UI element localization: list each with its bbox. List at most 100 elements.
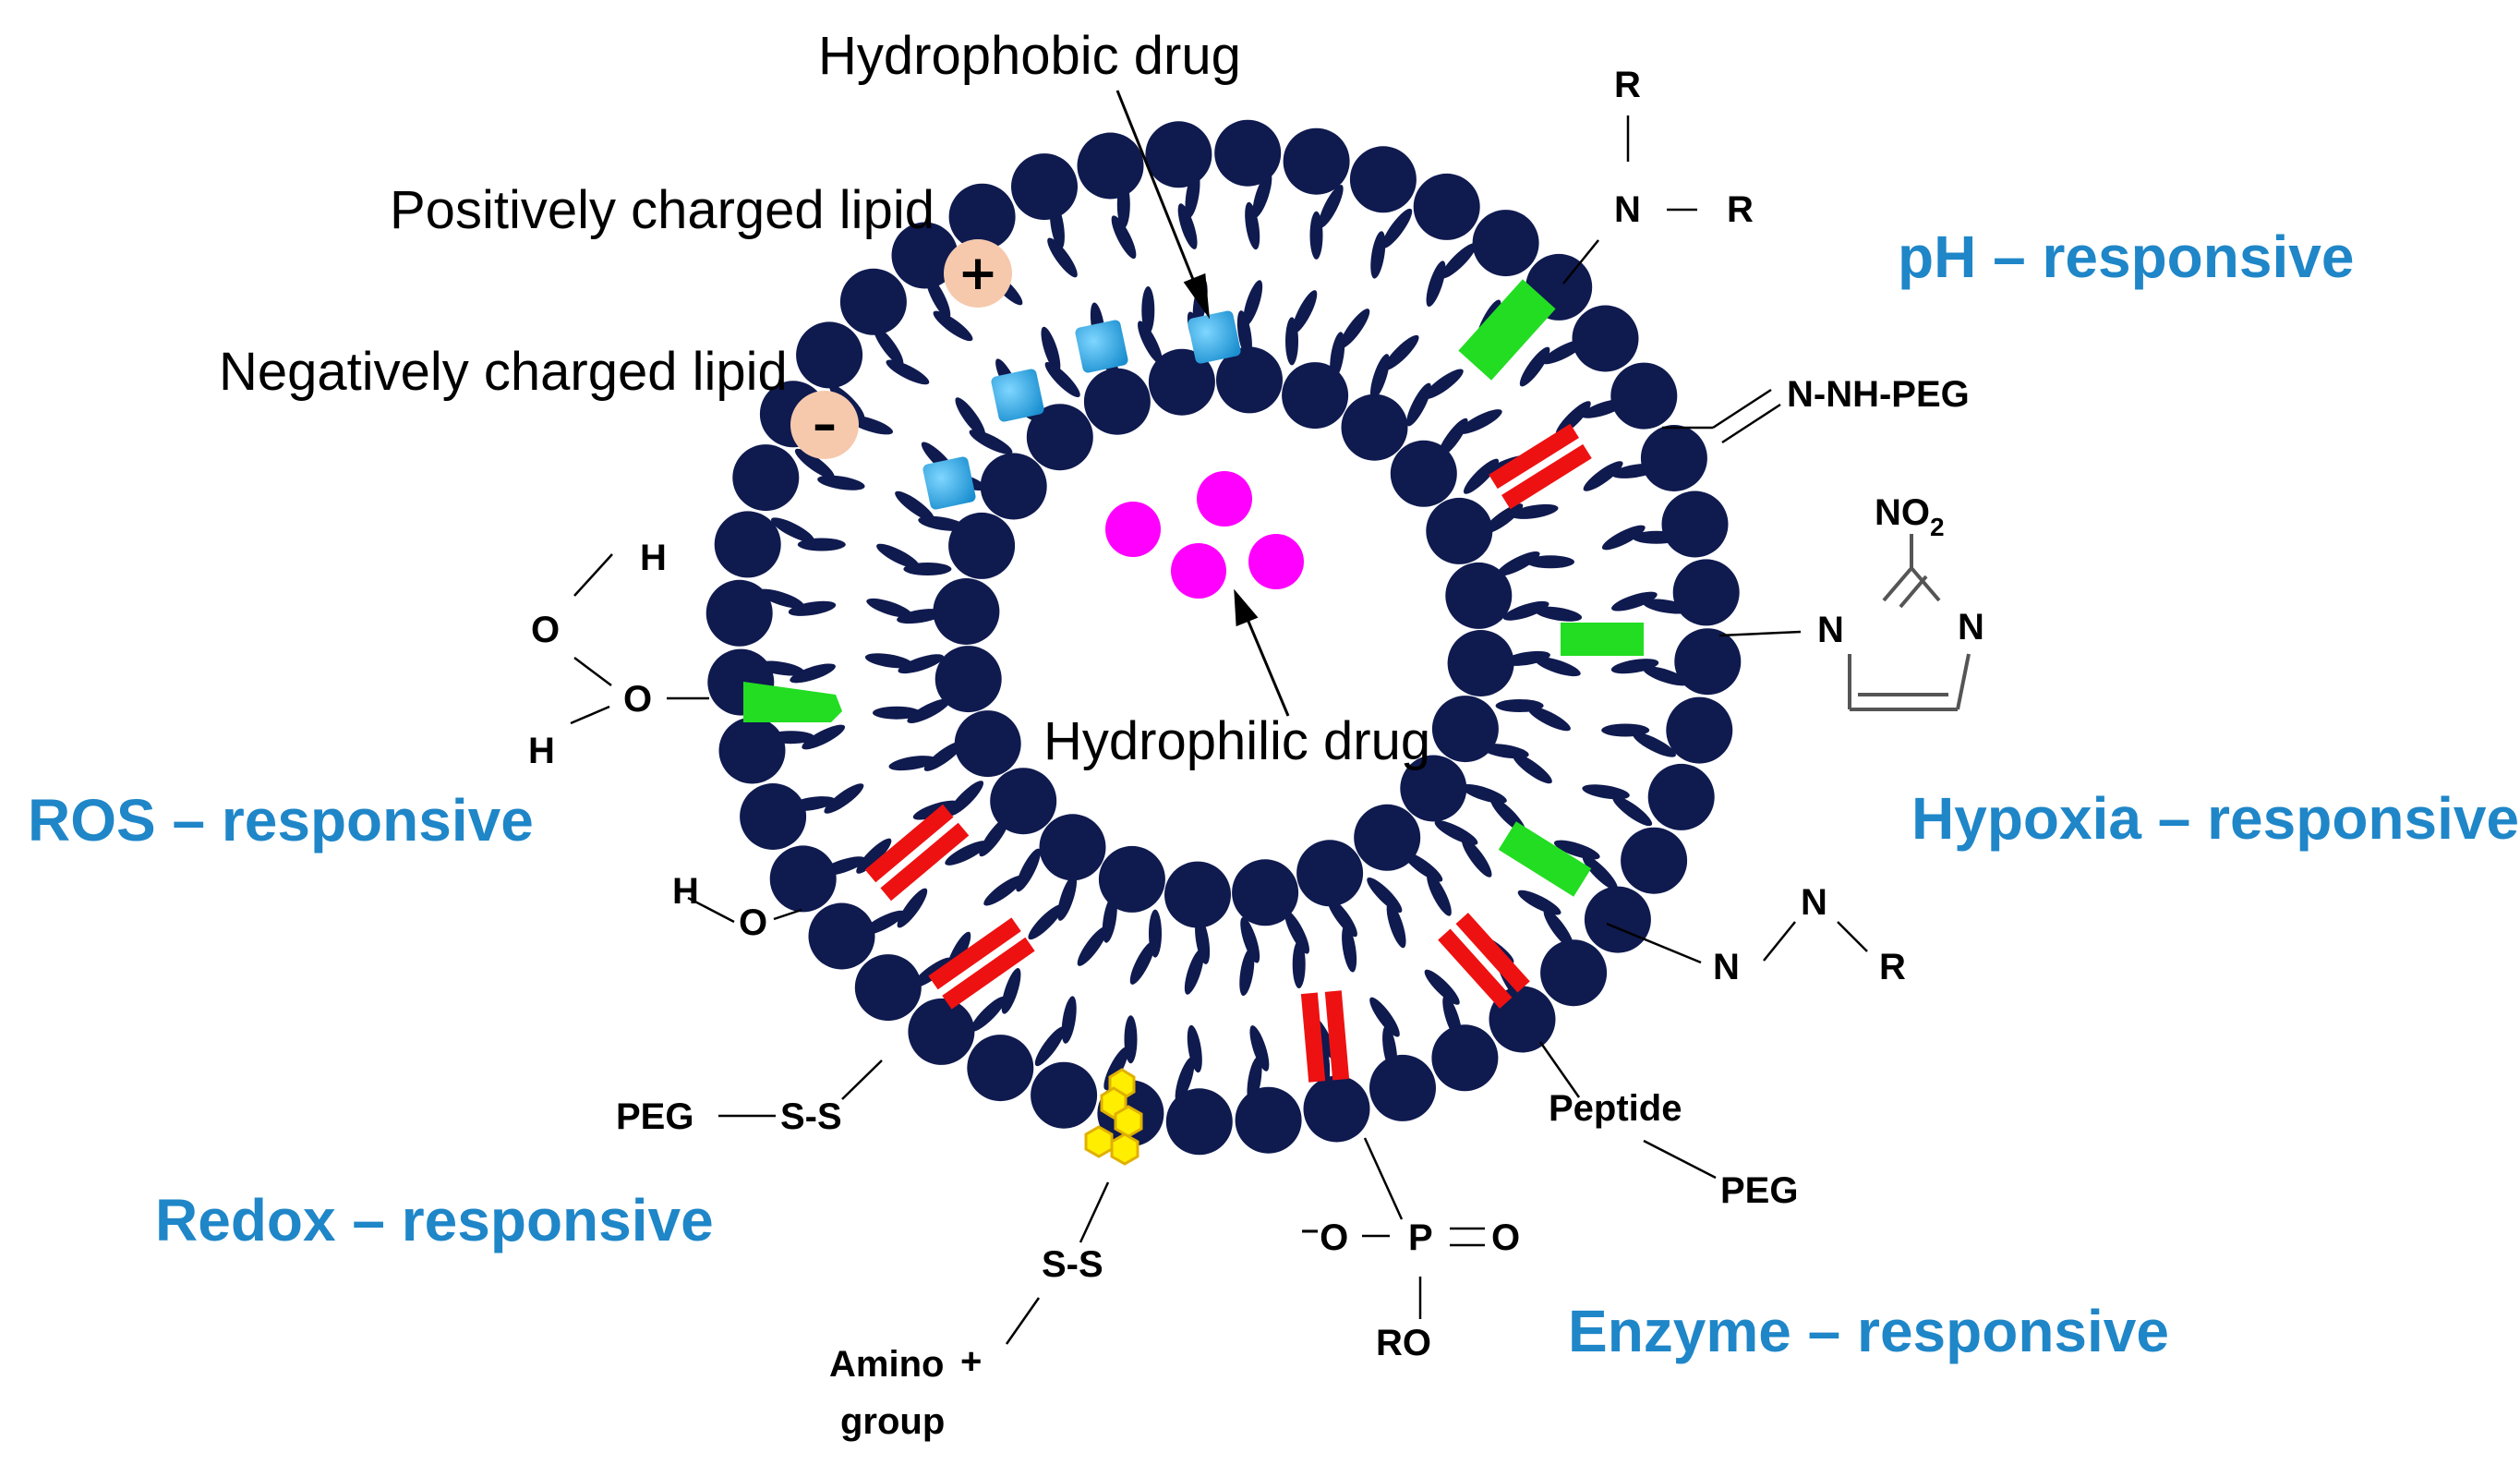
- hydrophilic-drug-icon: [1171, 543, 1226, 599]
- lipid-tail: [1502, 600, 1549, 621]
- red-bar-ph: [1489, 423, 1592, 510]
- lipid-tail: [866, 598, 912, 618]
- lipid-tail: [1424, 969, 1460, 1005]
- hexagon-icon: [1114, 1105, 1143, 1138]
- outer-lipid-head: [1214, 119, 1282, 187]
- lipid-tail: [1138, 321, 1163, 365]
- inner-lipid-head: [1039, 814, 1106, 881]
- outer-lipid-head: [1077, 132, 1144, 200]
- negatively-charged-lipid-label: Negatively charged lipid: [219, 342, 788, 402]
- lipid-tail: [1553, 840, 1600, 860]
- imidazole-ring: [1848, 534, 1971, 711]
- outer-lipid-head: [740, 783, 807, 850]
- lipid-tail: [1001, 967, 1021, 1014]
- outer-lipid-head: [854, 954, 922, 1022]
- lipid-tail: [1239, 948, 1255, 997]
- red-bar-redox: [928, 917, 1035, 1010]
- inner-lipid-head: [1026, 404, 1093, 471]
- lipid-tail: [945, 841, 989, 866]
- triazene-r: R: [1879, 947, 1906, 987]
- lipid-tail: [955, 397, 986, 438]
- outer-lipid-head: [769, 845, 837, 913]
- redox-responsive-label: Redox – responsive: [155, 1187, 714, 1253]
- lipid-tail: [1249, 1025, 1270, 1072]
- lipid-tail: [907, 698, 951, 723]
- plus-sign: +: [958, 246, 998, 301]
- lipid-tail: [1057, 875, 1078, 921]
- lipid-tail: [1044, 361, 1080, 398]
- lipid-tail: [903, 563, 952, 575]
- outer-lipid-head: [808, 902, 875, 970]
- lipid-tail: [1369, 354, 1390, 400]
- triazene-n2: N: [1801, 882, 1827, 923]
- imidazole-n-left: N: [1817, 610, 1844, 650]
- inner-lipid-head: [1164, 861, 1231, 928]
- lipid-tail: [895, 490, 935, 522]
- outer-lipid-head: [908, 998, 975, 1065]
- lipid-tail: [898, 654, 945, 674]
- lipid-tail: [1496, 551, 1540, 576]
- positive-charge: +: [944, 239, 1012, 308]
- lipid-tail: [1502, 650, 1550, 666]
- arrowhead-icon: [1234, 588, 1259, 627]
- outer-lipid-head: [1283, 127, 1350, 195]
- green-bar-hypoxia-2: [1498, 821, 1592, 897]
- lipid-tail: [1370, 231, 1386, 279]
- outer-lipid-head: [1584, 886, 1651, 953]
- lipid-tail: [1175, 1057, 1195, 1103]
- lipid-tail: [1438, 418, 1468, 458]
- enzyme-peg-label: PEG: [1720, 1170, 1798, 1211]
- lipid-tail: [794, 448, 835, 479]
- lipid-tail: [969, 430, 1013, 454]
- outer-lipid-head: [1472, 210, 1539, 277]
- arrows: [1115, 90, 1290, 717]
- phosphate-ro: RO: [1376, 1323, 1431, 1363]
- lipid-tail: [1403, 852, 1443, 882]
- outer-lipid-head: [1661, 490, 1729, 558]
- redox-peg: PEG: [616, 1096, 693, 1137]
- inner-lipid-head: [1445, 562, 1513, 629]
- lipid-tail: [1381, 208, 1413, 248]
- ros-o-mid: O: [623, 679, 652, 720]
- lipid-tail: [1243, 280, 1263, 326]
- hydrophobic-drug-label: Hydrophobic drug: [818, 26, 1241, 86]
- lipid-tail: [771, 517, 814, 543]
- outer-lipid-head: [1369, 1054, 1436, 1121]
- outer-lipid-head: [1413, 173, 1480, 240]
- lipid-tail: [1534, 606, 1583, 622]
- lipid-tail: [1423, 369, 1464, 400]
- outer-lipid-head: [718, 717, 786, 784]
- ros-responsive-label: ROS – responsive: [28, 787, 534, 854]
- ph-r-right: R: [1727, 189, 1754, 230]
- ho-h: H: [672, 871, 699, 912]
- lipid-tail: [1342, 925, 1357, 973]
- amino-label: Amino: [829, 1344, 944, 1385]
- lipid-tail: [1461, 783, 1507, 804]
- cholesterol-hexagons: [1084, 1068, 1143, 1166]
- plus-sign-circle-icon: [944, 239, 1012, 308]
- outer-lipid-head: [1235, 1086, 1302, 1154]
- lipid-tail: [1643, 666, 1689, 686]
- lipid-tail: [790, 663, 836, 684]
- no2: NO2: [1875, 492, 1945, 541]
- lipid-tail: [1582, 784, 1630, 800]
- inner-lipid-head: [1282, 362, 1349, 430]
- lipid-tail: [1184, 949, 1204, 995]
- outer-lipid-head: [1303, 1075, 1370, 1143]
- lipid-tail: [1327, 897, 1357, 938]
- inner-lipid-head: [1390, 440, 1457, 507]
- green-bar-ph: [1458, 279, 1556, 381]
- lipid-tail: [1129, 941, 1155, 985]
- inner-lipid-head: [1400, 755, 1467, 822]
- lipid-tail: [1195, 916, 1211, 964]
- inner-lipid-head: [1426, 497, 1493, 564]
- lipid-tail: [1102, 895, 1117, 943]
- hydrophobic-drug-arrow: [1115, 90, 1198, 287]
- lipid-tail: [1495, 699, 1544, 712]
- peptide-label: Peptide: [1549, 1088, 1682, 1129]
- lipid-tail: [1461, 837, 1492, 878]
- inner-lipid-head: [1447, 630, 1514, 696]
- lipid-tail: [1535, 657, 1581, 677]
- outer-lipid-head: [1165, 1088, 1233, 1156]
